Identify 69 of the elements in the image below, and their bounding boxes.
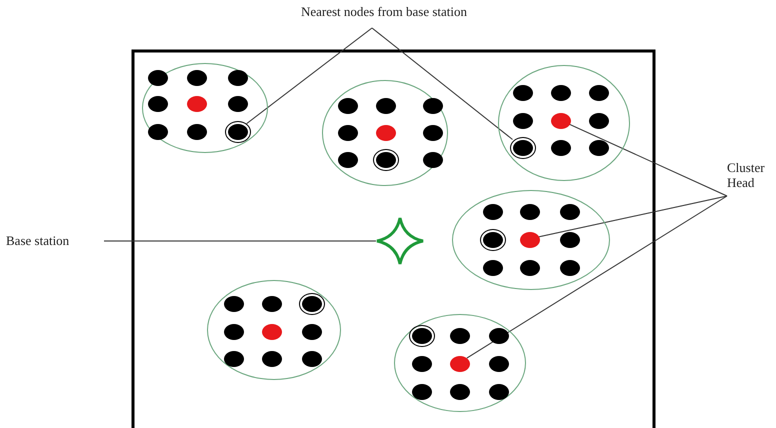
sensor-node — [224, 324, 244, 340]
sensor-node — [376, 98, 396, 114]
sensor-node — [148, 70, 168, 86]
cluster-head-node — [551, 113, 571, 129]
sensor-node — [338, 152, 358, 168]
sensor-node — [148, 124, 168, 140]
sensor-node — [589, 113, 609, 129]
sensor-node — [551, 140, 571, 156]
sensor-node — [489, 356, 509, 372]
sensor-node — [228, 96, 248, 112]
cluster-ellipse — [207, 280, 341, 380]
callout-label: Base station — [6, 232, 104, 250]
sensor-node — [302, 324, 322, 340]
nearest-sensor-node — [510, 137, 536, 159]
sensor-node — [520, 260, 540, 276]
sensor-node — [262, 296, 282, 312]
sensor-node — [224, 296, 244, 312]
leader-line — [466, 196, 728, 359]
nearest-sensor-node — [225, 121, 251, 143]
sensor-node — [589, 140, 609, 156]
callout-label: Nearest nodes from base station — [282, 4, 486, 28]
leader-line — [372, 28, 514, 140]
leader-line — [246, 28, 372, 124]
cluster-ellipse — [394, 314, 526, 412]
sensor-node — [187, 70, 207, 86]
sensor-node — [520, 204, 540, 220]
cluster-head-node — [520, 232, 540, 248]
sensor-node — [489, 384, 509, 400]
sensor-node — [551, 85, 571, 101]
cluster-head-node — [376, 125, 396, 141]
leader-line — [104, 240, 376, 242]
sensor-node — [338, 98, 358, 114]
sensor-node — [450, 328, 470, 344]
sensor-node — [450, 384, 470, 400]
sensor-node — [338, 125, 358, 141]
sensor-node — [560, 204, 580, 220]
sensor-node — [412, 384, 432, 400]
sensor-node — [148, 96, 168, 112]
sensor-node — [513, 85, 533, 101]
nearest-sensor-node — [299, 293, 325, 315]
sensor-node — [224, 351, 244, 367]
cluster-ellipse — [452, 190, 610, 290]
sensor-node — [560, 260, 580, 276]
sensor-node — [589, 85, 609, 101]
cluster-head-node — [187, 96, 207, 112]
sensor-node — [412, 356, 432, 372]
sensor-node — [489, 328, 509, 344]
leader-line — [538, 196, 728, 238]
sensor-node — [228, 70, 248, 86]
sensor-node — [262, 351, 282, 367]
sensor-node — [302, 351, 322, 367]
sensor-node — [187, 124, 207, 140]
leader-line — [568, 123, 728, 196]
cluster-ellipse — [498, 65, 630, 181]
sensor-node — [423, 98, 443, 114]
nearest-sensor-node — [373, 149, 399, 171]
sensor-node — [423, 152, 443, 168]
cluster-ellipse — [322, 80, 448, 186]
callout-label: Cluster Head — [727, 160, 776, 192]
cluster-head-node — [262, 324, 282, 340]
sensor-node — [513, 113, 533, 129]
sensor-node — [483, 204, 503, 220]
sensor-node — [560, 232, 580, 248]
cluster-ellipse — [142, 63, 268, 153]
sensor-node — [423, 125, 443, 141]
nearest-sensor-node — [480, 229, 506, 251]
nearest-sensor-node — [409, 325, 435, 347]
cluster-head-node — [450, 356, 470, 372]
sensor-node — [483, 260, 503, 276]
